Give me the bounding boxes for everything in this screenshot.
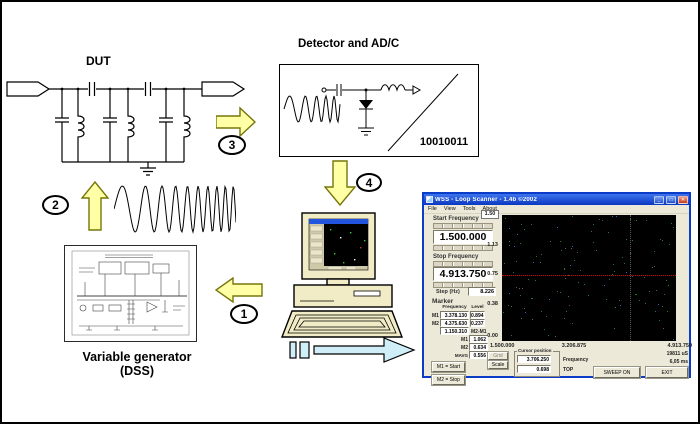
sweep-time-us: 19811 uS (666, 351, 688, 357)
window-title: WSS - Loop Scanner - 1.4b ©2002 (435, 196, 537, 203)
step-value: 8.226 (468, 287, 496, 296)
marker-stat-mavg-name: MAVG (454, 353, 468, 358)
generator-sublabel: (DSS) (119, 364, 155, 378)
stop-frequency-spinner-down[interactable] (433, 282, 493, 288)
sweep-signal-wave (114, 184, 236, 234)
stop-frequency-value: 4.913.750 (433, 267, 493, 281)
y-tick: 0.75 (487, 271, 498, 277)
start-frequency-spinner-up[interactable] (433, 223, 493, 229)
data-flow-arrow (289, 337, 416, 363)
start-frequency-spinner-down[interactable] (433, 245, 493, 251)
start-frequency-label: Start Frequency (433, 216, 479, 222)
y-tick: 0.38 (487, 301, 498, 307)
title-bar[interactable]: WSS - Loop Scanner - 1.4b ©2002 _ □ ✕ (424, 194, 689, 205)
x-tick: 1.500.000 (490, 343, 515, 349)
start-frequency-value: 1.500.000 (433, 230, 493, 244)
y-tick: 1.13 (487, 242, 498, 248)
marker-m2-name: M2 (432, 321, 439, 327)
cursor-frequency-label: Frequency (563, 357, 589, 363)
marker-m2-level: 0.237 (470, 319, 485, 327)
flow-arrow-4 (324, 160, 357, 206)
cursor-level-label: TOP (563, 367, 574, 373)
scale-button[interactable]: Scale (488, 361, 508, 369)
marker-stat-m1-name: M1 (461, 337, 468, 343)
menu-file[interactable]: File (428, 206, 437, 212)
exit-button[interactable]: EXIT (646, 367, 688, 378)
marker-m1-name: M1 (432, 313, 439, 319)
minimize-icon[interactable]: _ (654, 195, 664, 204)
generator-label: Variable generator (82, 350, 192, 364)
flow-arrow-1 (215, 277, 263, 303)
sweep-time-ms: 6,05 ms (669, 359, 688, 365)
marker-m1-level: 0.894 (470, 311, 485, 319)
app-icon (426, 196, 433, 203)
flow-arrow-2 (81, 181, 109, 231)
marker-stat-mavg-value: 0.556 (469, 351, 488, 359)
marker-stat-m2-name: M2 (461, 345, 468, 351)
m1-start-button[interactable]: M1 = Start (432, 362, 465, 372)
step-4-badge: 4 (356, 173, 382, 192)
menu-bar: File View Tools About (424, 205, 689, 214)
marker-stat-m2-value: 0.634 (469, 343, 488, 351)
step-3-badge: 3 (218, 135, 246, 155)
sweep-on-button[interactable]: SWEEP ON (594, 367, 640, 378)
marker-col-level: Level (471, 305, 484, 310)
marker-delta-label: M2-M1 (471, 329, 487, 335)
generator-schematic-thumbnail (71, 250, 190, 336)
adc-bits-text: 10010011 (420, 136, 468, 148)
m2-stop-button[interactable]: M2 = Stop (432, 375, 465, 385)
flow-arrow-3 (216, 106, 256, 138)
marker-frequency-line (630, 215, 631, 341)
cursor-frequency-value: 3.706.250 (517, 355, 551, 363)
dut-schematic (6, 81, 246, 176)
marker-stat-m1-value: 1.062 (469, 335, 488, 343)
maximize-icon[interactable]: □ (666, 195, 676, 204)
step-label: Step (Hz) (436, 289, 460, 295)
detector-schematic: 10010011 (283, 73, 468, 152)
stop-frequency-spinner-up[interactable] (433, 261, 493, 267)
detector-input-wave (283, 94, 341, 124)
marker-level-line (502, 275, 676, 276)
marker-m2-frequency: 4.375.630 (440, 319, 469, 327)
stop-frequency-label: Stop Frequency (433, 254, 479, 260)
y-tick: 0.00 (487, 333, 498, 339)
menu-tools[interactable]: Tools (462, 206, 476, 212)
analyzer-window: WSS - Loop Scanner - 1.4b ©2002 _ □ ✕ Fi… (422, 192, 692, 385)
detector-box: 10010011 (279, 64, 479, 157)
marker-m1-frequency: 3.378.130 (440, 311, 469, 319)
menu-view[interactable]: View (443, 206, 456, 212)
generator-box (64, 245, 197, 342)
menu-about[interactable]: About (482, 206, 497, 212)
y-max-field[interactable]: 1.50 (481, 210, 499, 219)
trace-plot (502, 215, 676, 341)
close-icon[interactable]: ✕ (678, 195, 688, 204)
computer-illustration (280, 212, 404, 338)
grid-button[interactable]: Grid (488, 352, 508, 360)
cursor-position-label: Cursor position (517, 348, 553, 353)
dut-label: DUT (86, 54, 111, 68)
x-tick: 4.913.750 (667, 343, 692, 349)
step-1-badge: 1 (230, 304, 258, 324)
marker-col-frequency: Frequency (442, 305, 467, 310)
cursor-level-value: 0.698 (517, 365, 551, 373)
x-tick: 3.206.875 (561, 343, 587, 349)
detector-label: Detector and AD/C (298, 38, 400, 50)
step-2-badge: 2 (42, 195, 69, 215)
marker-group-label: Marker (432, 298, 454, 305)
marker-delta-value: 1.150.310 (440, 327, 469, 335)
